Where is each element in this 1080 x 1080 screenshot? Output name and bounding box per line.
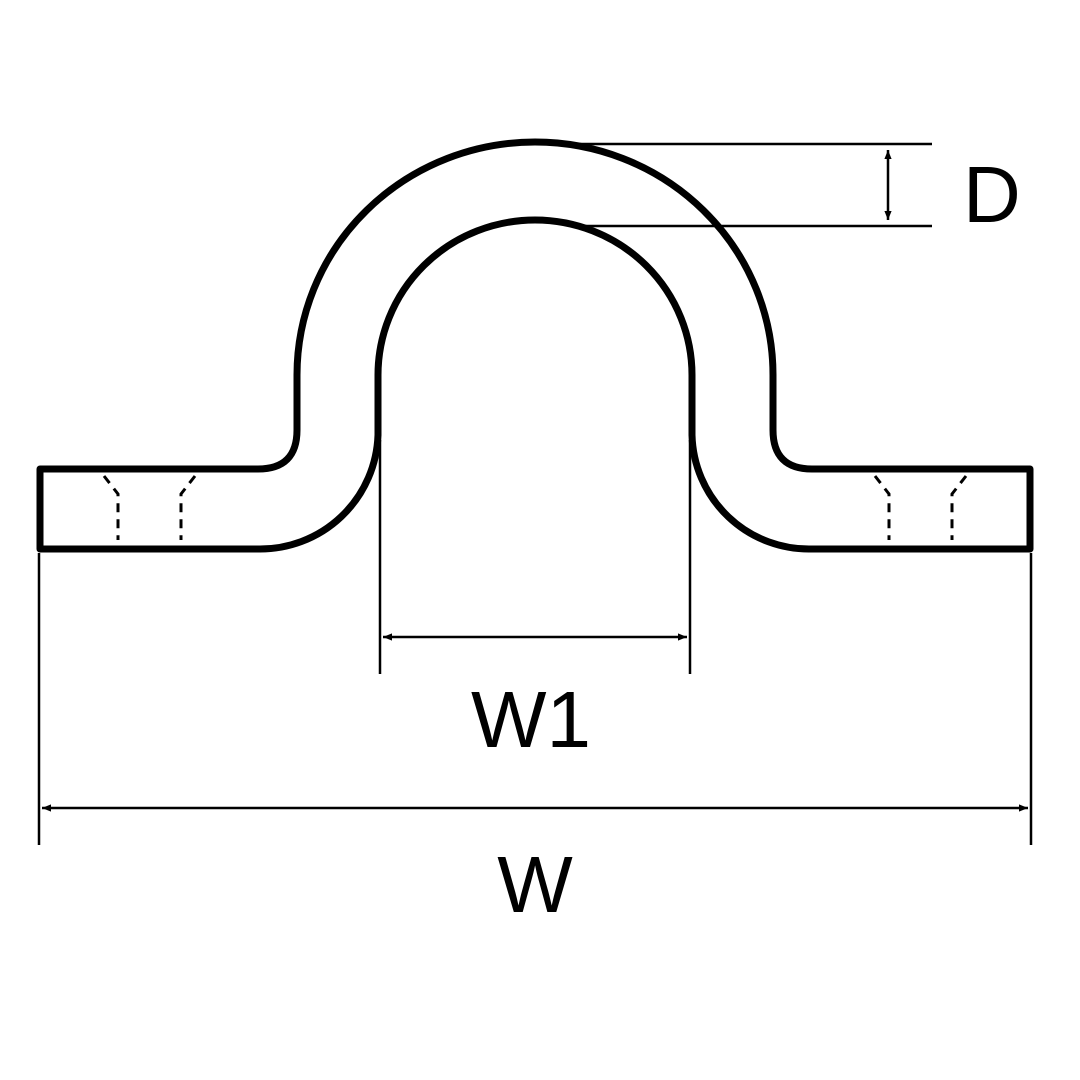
depth-dimension: D [578,142,1021,239]
depth-label: D [963,150,1021,239]
left-screw-hole [102,475,197,540]
inner-width-label: W1 [471,675,591,764]
overall-width-label: W [497,840,573,929]
right-screw-hole [873,475,968,540]
pad-eye-outline [36,138,1034,553]
overall-width-dimension: W [37,553,1033,929]
inner-width-dimension: W1 [378,440,692,764]
